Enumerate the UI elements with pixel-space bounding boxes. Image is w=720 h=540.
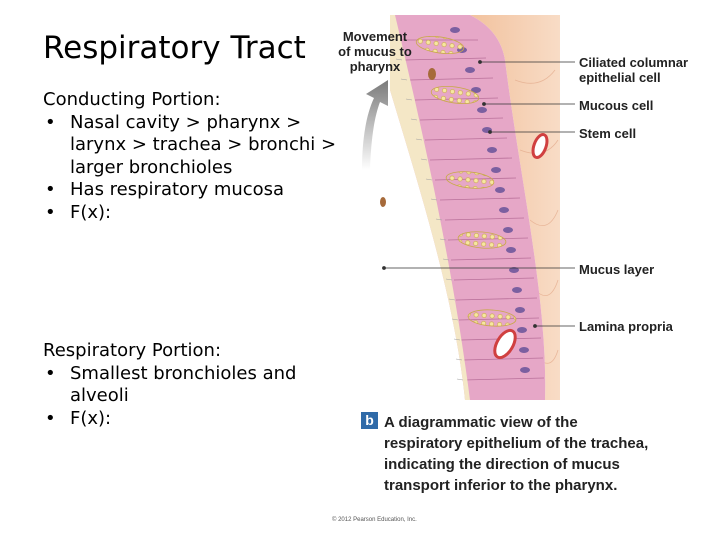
bullet-item: F(x): — [43, 408, 343, 431]
lamina-propria-region — [470, 15, 560, 400]
slide-title: Respiratory Tract — [43, 30, 306, 66]
conducting-portion-section: Conducting Portion: Nasal cavity > phary… — [43, 89, 343, 224]
label-leader-lines — [382, 60, 575, 328]
conducting-heading: Conducting Portion: — [43, 89, 221, 110]
bullet-item: Nasal cavity > pharynx > larynx > trache… — [43, 112, 343, 180]
mucus-movement-arrow — [362, 80, 388, 170]
movement-of-mucus-label: Movement of mucus to pharynx — [338, 29, 412, 74]
copyright-notice: © 2012 Pearson Education, Inc. — [332, 517, 417, 523]
respiratory-bullet-list: Smallest bronchioles and alveoli F(x): — [43, 363, 343, 431]
bullet-item: Smallest bronchioles and alveoli — [43, 363, 343, 408]
conducting-bullet-list: Nasal cavity > pharynx > larynx > trache… — [43, 112, 343, 225]
cell-borders — [400, 39, 545, 381]
mucus-layer — [390, 15, 470, 400]
epithelium-band — [390, 15, 546, 400]
figure-part-badge: b — [361, 412, 378, 429]
respiratory-heading: Respiratory Portion: — [43, 340, 222, 361]
blood-vessels — [493, 133, 549, 360]
bullet-item: Has respiratory mucosa — [43, 179, 343, 202]
bullet-item: F(x): — [43, 202, 343, 225]
stem-cell-label: Stem cell — [579, 126, 637, 141]
mucous-cells — [415, 36, 517, 327]
figure-caption: A diagrammatic view of the respiratory e… — [384, 414, 649, 494]
respiratory-portion-section: Respiratory Portion: Smallest bronchiole… — [43, 340, 343, 430]
ciliated-columnar-label: Ciliated columnar epithelial cell — [579, 55, 689, 85]
cell-nuclei — [450, 27, 530, 373]
mucous-cell-label: Mucous cell — [579, 98, 654, 113]
lamina-propria-label: Lamina propria — [579, 319, 673, 334]
cilia — [391, 38, 464, 381]
mucus-particles — [380, 68, 436, 207]
mucus-layer-label: Mucus layer — [579, 262, 655, 277]
